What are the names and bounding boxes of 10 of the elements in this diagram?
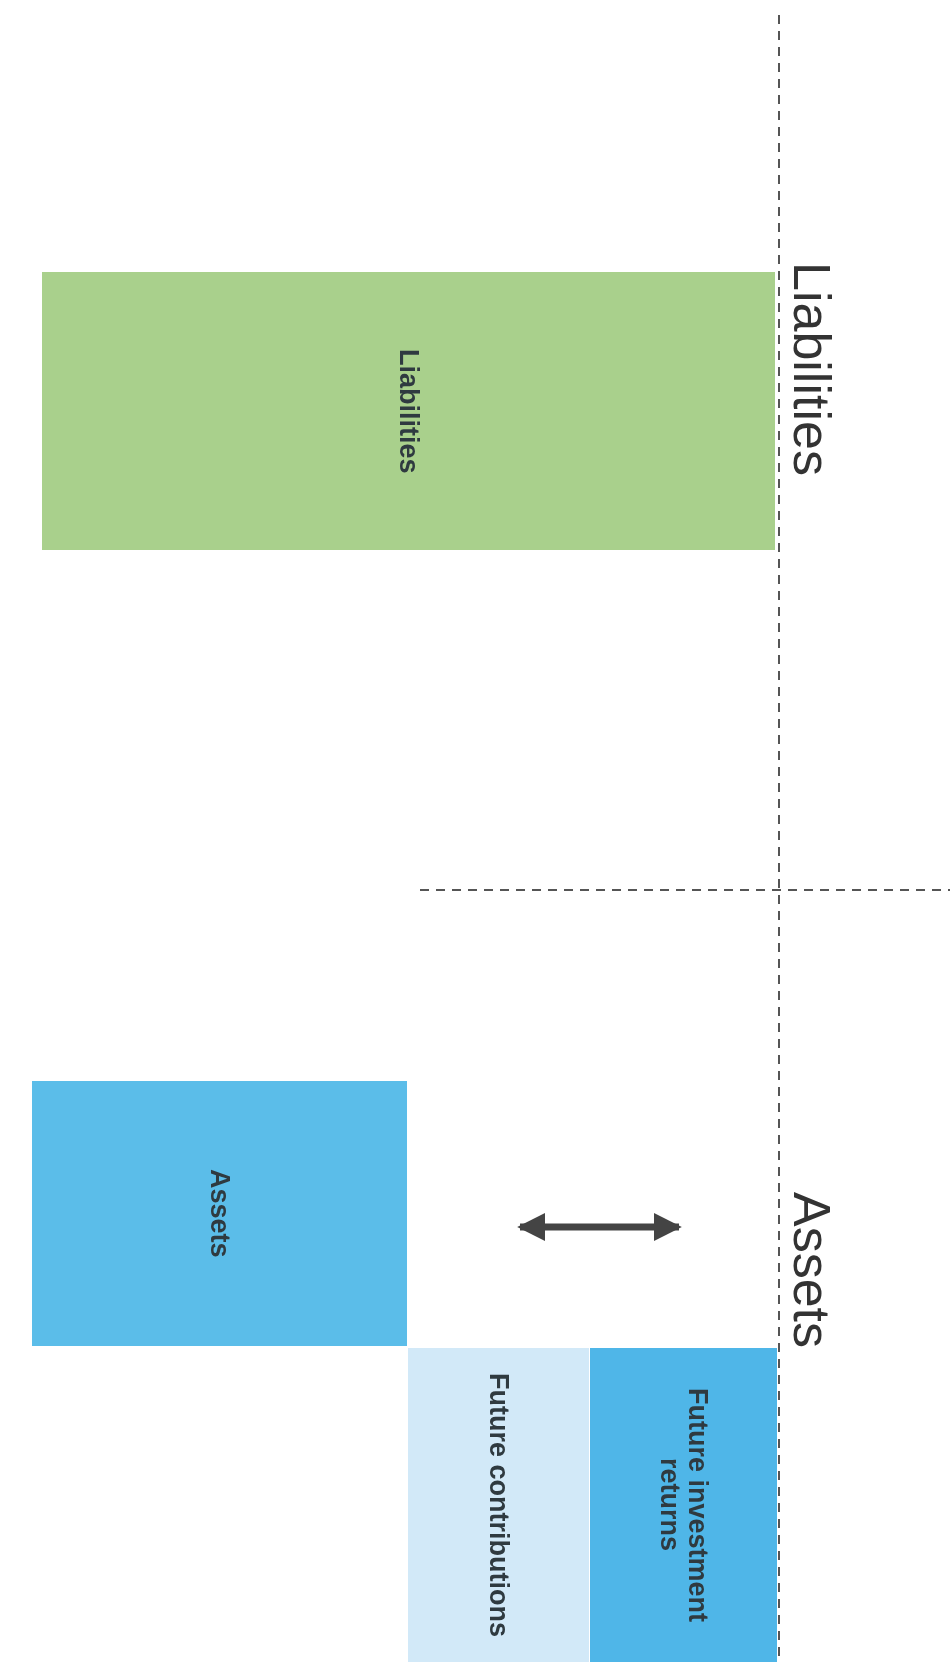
bar-label: Assets (205, 1169, 234, 1258)
section-heading: Liabilities (782, 262, 842, 476)
bar-label: Future contributions (484, 1373, 513, 1637)
bar-label: Liabilities (394, 348, 423, 474)
bar-block (408, 1348, 589, 1662)
section-heading: Assets (782, 1192, 842, 1349)
bar-block (42, 272, 775, 550)
bar-label: Future investment returns (655, 1386, 712, 1624)
bar-block (590, 1348, 777, 1662)
bar-block (32, 1081, 407, 1346)
